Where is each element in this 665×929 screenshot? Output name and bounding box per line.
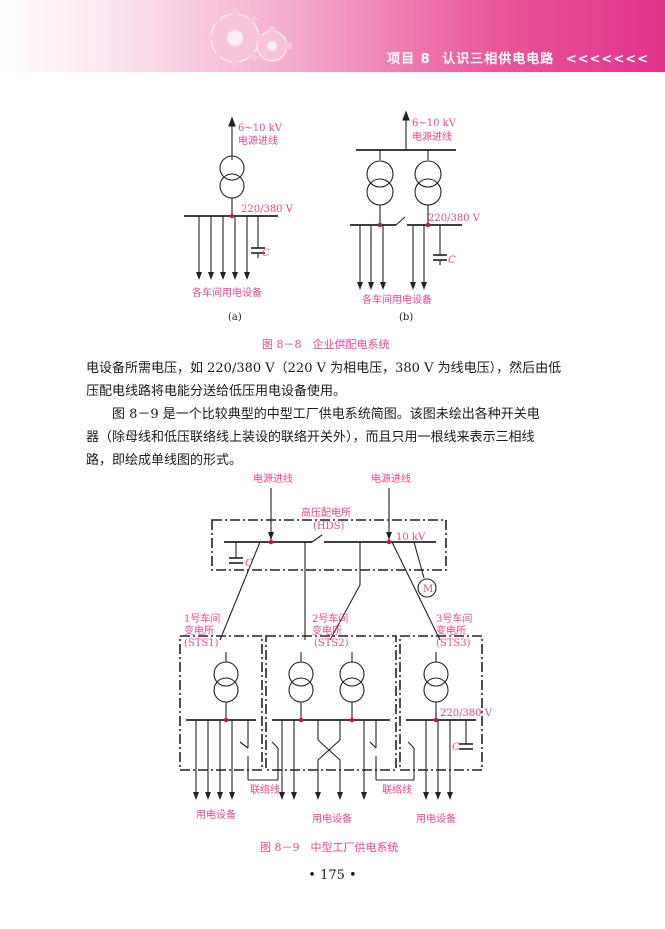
fig89-hv-capacitor: C [245, 558, 253, 569]
figure-8-8-caption: 图 8－8 企业供配电系统 [262, 338, 390, 351]
fig88a-voltage: 220/380 V [241, 204, 294, 215]
project-label: 项目 8 [387, 52, 431, 67]
fig89-source-left: 电源进线 [253, 472, 293, 485]
fig89-sts1-line2: 变电所 [184, 624, 214, 637]
fig88b-loads: 各车间用电设备 [362, 293, 432, 306]
body-line-2: 压配电线路将电能分送给低压用电设备使用。 [86, 384, 347, 399]
fig88b-voltage: 220/380 V [428, 213, 481, 224]
fig88a-capacitor: C [262, 248, 270, 259]
fig89-source-right: 电源进线 [371, 472, 411, 485]
fig89-load-left: 用电设备 [196, 808, 236, 821]
gear-decoration-icon [205, 8, 292, 68]
project-title: 认识三相供电电路 [442, 52, 555, 67]
fig89-sts2-line3: (STS2) [314, 638, 349, 649]
fig89-tie-right: 联络线 [382, 783, 412, 796]
body-line-1: 电设备所需电压，如 220/380 V（220 V 为相电压，380 V 为线电… [86, 361, 562, 376]
fig89-hv: 10 kV [396, 532, 426, 543]
body-line-4: 器（除母线和低压联络线上装设的联络开关外），而且只用一根线来表示三相线 [86, 430, 535, 445]
body-line-5: 路，即绘成单线图的形式。 [86, 453, 243, 468]
fig89-sts3-line3: (STS3) [436, 638, 471, 649]
fig88b-sub: (b) [399, 312, 413, 323]
page-header: 项目 8 认识三相供电电路 <<<<<<< [0, 0, 665, 72]
fig89-lv: 220/380 V [440, 708, 493, 719]
fig89-sts1-line3: (STS1) [184, 638, 219, 649]
fig89-hds-name: 高压配电所 [301, 506, 351, 519]
page-number: • 175 • [308, 868, 357, 883]
fig89-load-right: 用电设备 [416, 812, 456, 825]
fig89-lv-capacitor: C [452, 742, 460, 753]
fig89-hds-code: (HDS) [313, 521, 344, 532]
fig89-motor: M [423, 584, 433, 595]
fig88b-capacitor: C [448, 255, 456, 266]
fig89-load-mid: 用电设备 [312, 812, 352, 825]
body-line-3: 图 8－9 是一个比较典型的中型工厂供电系统简图。该图未绘出各种开关电 [86, 407, 540, 422]
fig89-sts3-line2: 变电所 [436, 624, 466, 637]
fig88a-sub: (a) [228, 312, 242, 323]
fig89-sts3-line1: 3号车间 [436, 612, 472, 625]
fig88b-source-line: 电源进线 [412, 130, 452, 143]
fig89-sts2-line2: 变电所 [312, 624, 342, 637]
arrows-decoration: <<<<<<< [565, 52, 649, 67]
fig88b-source-voltage: 6~10 kV [412, 118, 457, 129]
fig89-sts2-line1: 2号车间 [312, 612, 348, 625]
fig89-sts1-line1: 1号车间 [184, 612, 220, 625]
fig89-tie-left: 联络线 [250, 783, 280, 796]
fig88a-source-line: 电源进线 [238, 134, 278, 147]
chapter-title: 项目 8 认识三相供电电路 <<<<<<< [381, 48, 649, 68]
figure-8-8: 6~10 kV 电源进线 220/380 V C 各车间用电设备 (a) 6~1… [184, 110, 481, 323]
fig88a-source-voltage: 6~10 kV [238, 123, 283, 134]
fig88a-loads: 各车间用电设备 [192, 286, 262, 299]
figure-8-9-caption: 图 8－9 中型工厂供电系统 [260, 841, 399, 854]
